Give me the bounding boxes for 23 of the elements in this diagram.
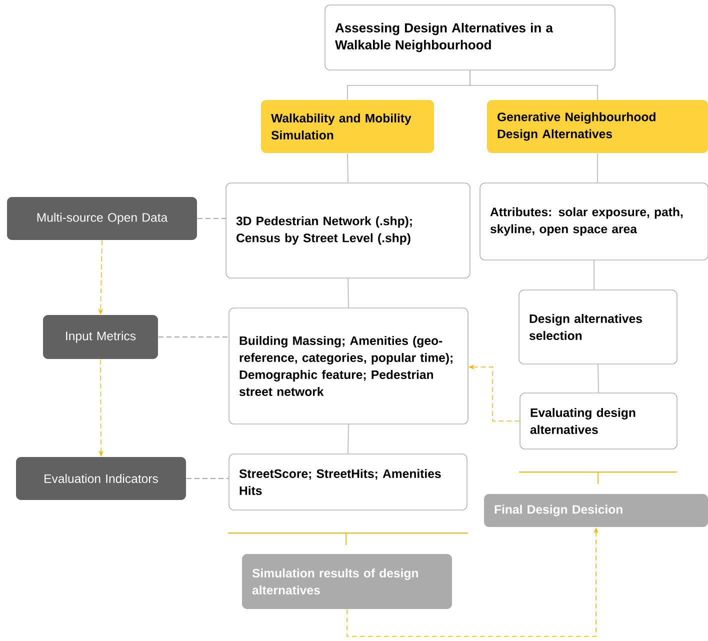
process-box: Building Massing; Amenities (geo-reference, categories, popular time); Demographic feature; Pedestrian street network (228, 308, 468, 424)
connector (197, 218, 226, 219)
connector (348, 278, 349, 308)
result-box: Simulation results of design alternatives (242, 554, 452, 609)
connector (598, 364, 599, 393)
process-box: Assessing Design Alternatives in a Walkable Neighbourhood (324, 4, 616, 70)
connector (597, 153, 598, 183)
connector (347, 153, 348, 183)
connector (186, 478, 229, 479)
category-box: Generative Neighbourhood Design Alternatives (487, 100, 708, 153)
result-box: Final Design Desicion (484, 494, 708, 527)
stage-box: Input Metrics (43, 315, 158, 359)
process-box: StreetScore; StreetHits; Amenities Hits (228, 454, 468, 510)
category-box: Walkability and Mobility Simulation (261, 100, 434, 153)
process-box: Design alternatives selection (518, 290, 678, 364)
stage-box: Multi-source Open Data (7, 197, 197, 240)
process-box: Evaluating design alternatives (520, 392, 678, 450)
connector (348, 424, 349, 454)
connector (470, 70, 598, 100)
process-box: 3D Pedestrian Network (.shp); Census by Street Level (.shp) (226, 182, 470, 278)
stage-box: Evaluation Indicators (16, 457, 186, 500)
connector (158, 336, 229, 338)
process-box: Attributes: solar exposure, path, skyline, open space area (480, 182, 708, 260)
